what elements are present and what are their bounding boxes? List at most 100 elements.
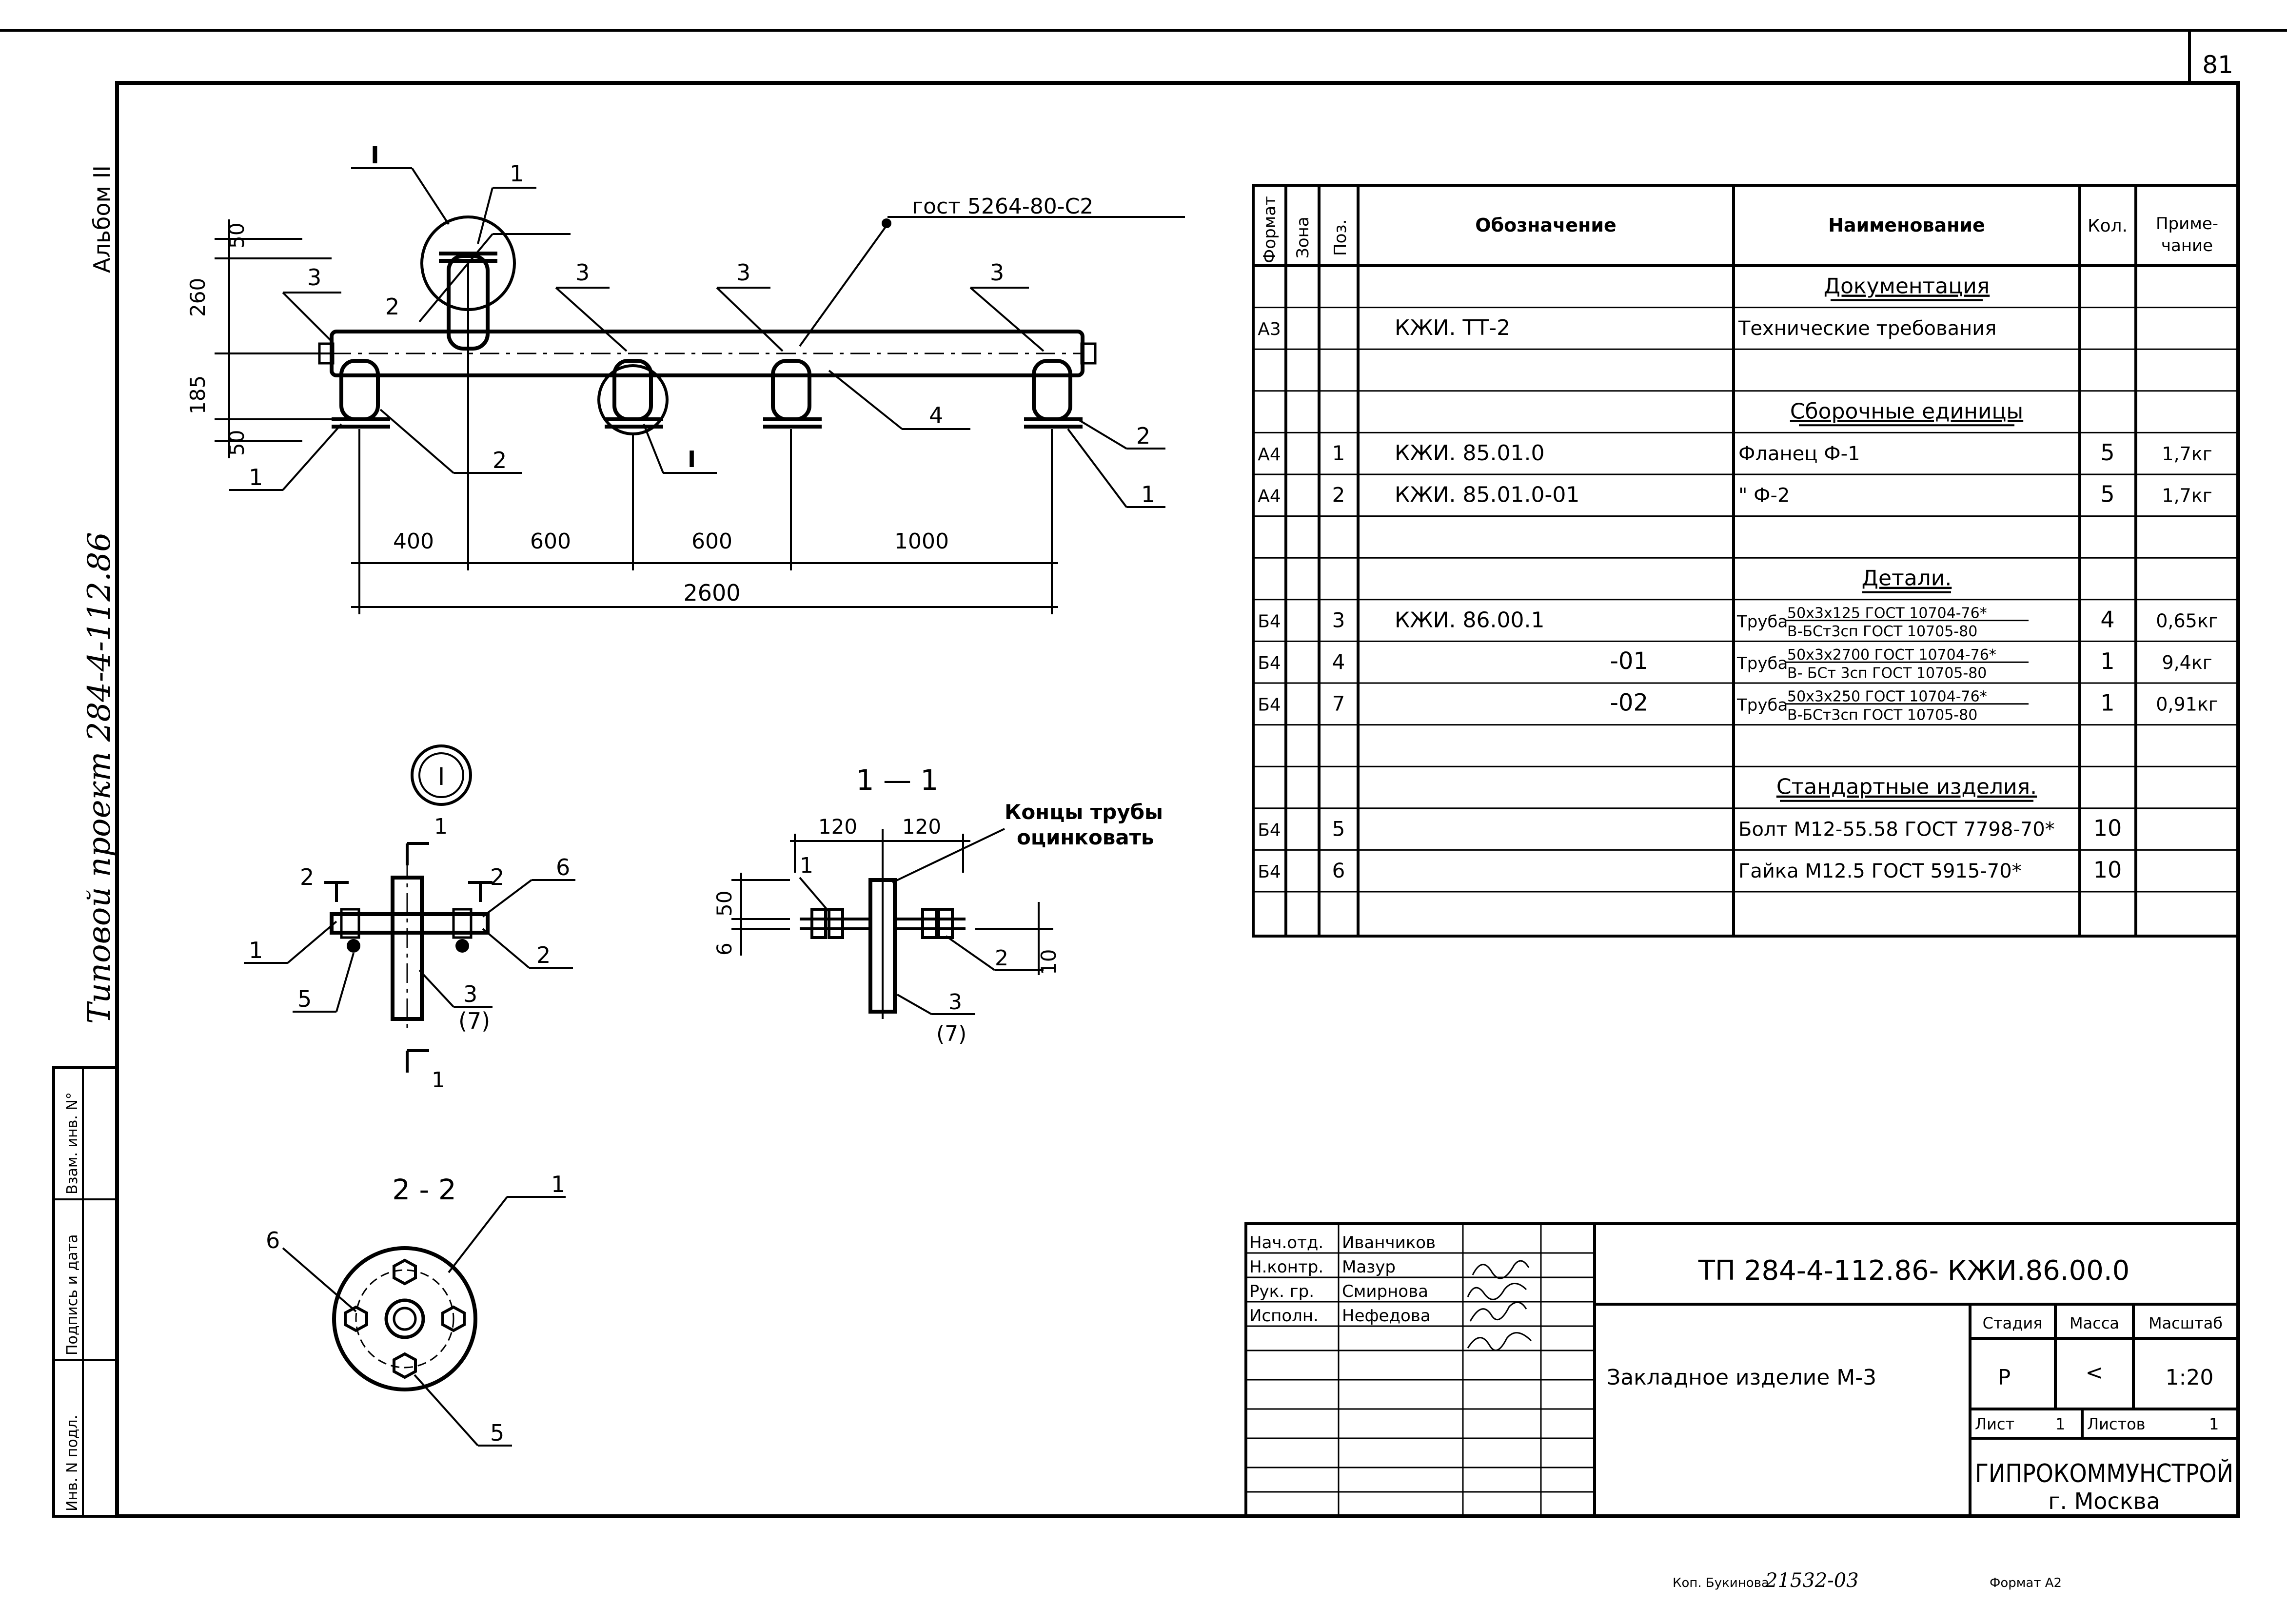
- spec-cell-designation: КЖИ. 85.01.0-01: [1395, 482, 1579, 507]
- spec-cell-note: 1,7кг: [2162, 443, 2212, 465]
- detail-callout-3: 3: [463, 981, 477, 1007]
- section-mark-1-bottom: 1: [432, 1068, 445, 1093]
- hdr-note-2: чание: [2161, 236, 2213, 255]
- spec-cell-note: 0,65кг: [2156, 610, 2218, 631]
- spec-cell-format: А3: [1258, 319, 1281, 339]
- tb-code: ТП 284-4-112.86- КЖИ.86.00.0: [1698, 1255, 2130, 1287]
- hdr-qty: Кол.: [2088, 216, 2128, 236]
- section-2-2-view: 2 - 2 1 6 5: [266, 1171, 566, 1447]
- dim-vertical-50-top: 50: [225, 223, 249, 249]
- spec-cell-name: " Ф-2: [1738, 484, 1790, 507]
- note-pipe-ends-1: Концы трубы: [1005, 800, 1163, 824]
- spec-cell-qty: 1: [2100, 648, 2114, 674]
- dimension-lines: [215, 219, 1058, 614]
- section-callout-1: 1: [800, 853, 813, 878]
- spec-row: Детали.: [1862, 566, 1952, 593]
- tb-city: г. Москва: [2048, 1488, 2160, 1514]
- spec-cell-designation: КЖИ. 86.00.1: [1395, 607, 1544, 632]
- spec-cell-format: Б4: [1258, 695, 1281, 715]
- tb-sheets-label: Листов: [2087, 1415, 2146, 1433]
- detail-callout-7: (7): [458, 1008, 490, 1034]
- copier-label: Коп. Букинова: [1673, 1576, 1769, 1590]
- spec-cell-designation: -02: [1610, 689, 1648, 716]
- detail-callout-6: 6: [556, 854, 570, 880]
- callout-1-right: 1: [1141, 481, 1155, 508]
- spec-cell-frac-top: 50x3x250 ГОСТ 10704-76*: [1787, 688, 1987, 705]
- spec-cell-note: 0,91кг: [2156, 693, 2218, 715]
- tb-role: Рук. гр.: [1249, 1282, 1314, 1301]
- section-callout-7: (7): [936, 1021, 966, 1046]
- callout-2-top: 2: [385, 293, 399, 320]
- section-mark-2-left: 2: [300, 864, 314, 890]
- hdr-zone: Зона: [1293, 216, 1313, 258]
- left-stamp: Инв. N подл. Подпись и дата Взам. инв. N…: [52, 1066, 118, 1518]
- tb-role: Исполн.: [1249, 1306, 1319, 1326]
- spec-grid: [1252, 184, 2240, 938]
- spec-row: Документация: [1824, 274, 1990, 301]
- tb-stage: Р: [1998, 1365, 2011, 1390]
- tb-stage-label: Стадия: [1983, 1314, 2043, 1332]
- section-mark-1-top: 1: [434, 814, 448, 839]
- dim-50: 50: [712, 891, 736, 917]
- spec-cell-designation: КЖИ. ТТ-2: [1395, 315, 1510, 340]
- tb-person: Нефедова: [1342, 1306, 1431, 1326]
- section22-callout-1: 1: [551, 1171, 565, 1197]
- spec-cell-format: Б4: [1258, 862, 1281, 882]
- spec-cell-name: Труба: [1736, 612, 1788, 631]
- spec-cell-frac-top: 50x3x125 ГОСТ 10704-76*: [1787, 605, 1987, 622]
- stamp-sign-label: Подпись и дата: [64, 1234, 81, 1356]
- tb-product: Закладное изделие М-3: [1607, 1365, 1876, 1390]
- dim-1000: 1000: [894, 529, 949, 554]
- album-label: Альбом II: [89, 165, 115, 273]
- callout-3-a: 3: [307, 264, 321, 291]
- dim-vertical-185: 185: [186, 375, 210, 414]
- spec-cell-qty: 5: [2100, 439, 2114, 466]
- spec-cell-name: Гайка М12.5 ГОСТ 5915-70*: [1738, 860, 2022, 882]
- gost-weld-label: гост 5264-80-С2: [912, 194, 1093, 219]
- sheet-frame: [0, 29, 2287, 1518]
- callout-I-bottom: I: [688, 446, 696, 472]
- callout-I-top: I: [371, 142, 379, 169]
- tb-person: Мазур: [1342, 1257, 1396, 1277]
- tb-org: ГИПРОКОММУНСТРОЙ: [1975, 1459, 2233, 1488]
- detail-callout-1: 1: [249, 937, 263, 963]
- main-view: 50 260 185 50 400 600 600 1000 2600 гост…: [186, 142, 1185, 614]
- dim-400: 400: [393, 529, 434, 554]
- spec-cell-name: Труба: [1736, 695, 1788, 715]
- side-project-title: Типовой проект 284-4-112.86: [81, 532, 118, 1024]
- spec-table: Формат Зона Поз. Обозначение Наименовани…: [1252, 184, 2240, 938]
- spec-cell-designation: КЖИ. 85.01.0: [1395, 441, 1544, 466]
- spec-cell-pos: 2: [1332, 483, 1345, 507]
- hdr-name: Наименование: [1828, 215, 1985, 236]
- dim-600-b: 600: [691, 529, 732, 554]
- spec-cell-designation: -01: [1610, 647, 1648, 675]
- spec-cell-name: Документация: [1824, 274, 1990, 298]
- callout-2-mid: 2: [493, 447, 507, 473]
- spec-cell-qty: 4: [2100, 606, 2114, 632]
- leader-lines: [229, 167, 1185, 508]
- spec-cell-frac-bot: В-БСт3сп ГОСТ 10705-80: [1787, 706, 1977, 724]
- tb-scale: 1:20: [2166, 1365, 2214, 1390]
- callout-3-c: 3: [736, 259, 750, 286]
- dim-6: 6: [712, 942, 736, 956]
- spec-cell-note: 9,4кг: [2162, 652, 2212, 673]
- section-2-2-title: 2 - 2: [392, 1173, 456, 1206]
- spec-cell-frac-top: 50x3x2700 ГОСТ 10704-76*: [1787, 646, 1996, 664]
- main-callouts: I 1 2 3 3 3 3 1 2 2 4 I 1: [249, 142, 1155, 508]
- stamp-inv-label: Инв. N подл.: [64, 1415, 81, 1511]
- spec-cell-note: 1,7кг: [2162, 485, 2212, 506]
- callout-4: 4: [929, 402, 943, 429]
- section22-callout-5: 5: [490, 1420, 504, 1446]
- hdr-designation: Обозначение: [1475, 215, 1616, 236]
- spec-cell-format: Б4: [1258, 820, 1281, 840]
- detail-I-view: I 1 1 2 2 6 1 2 5 3: [244, 744, 575, 1093]
